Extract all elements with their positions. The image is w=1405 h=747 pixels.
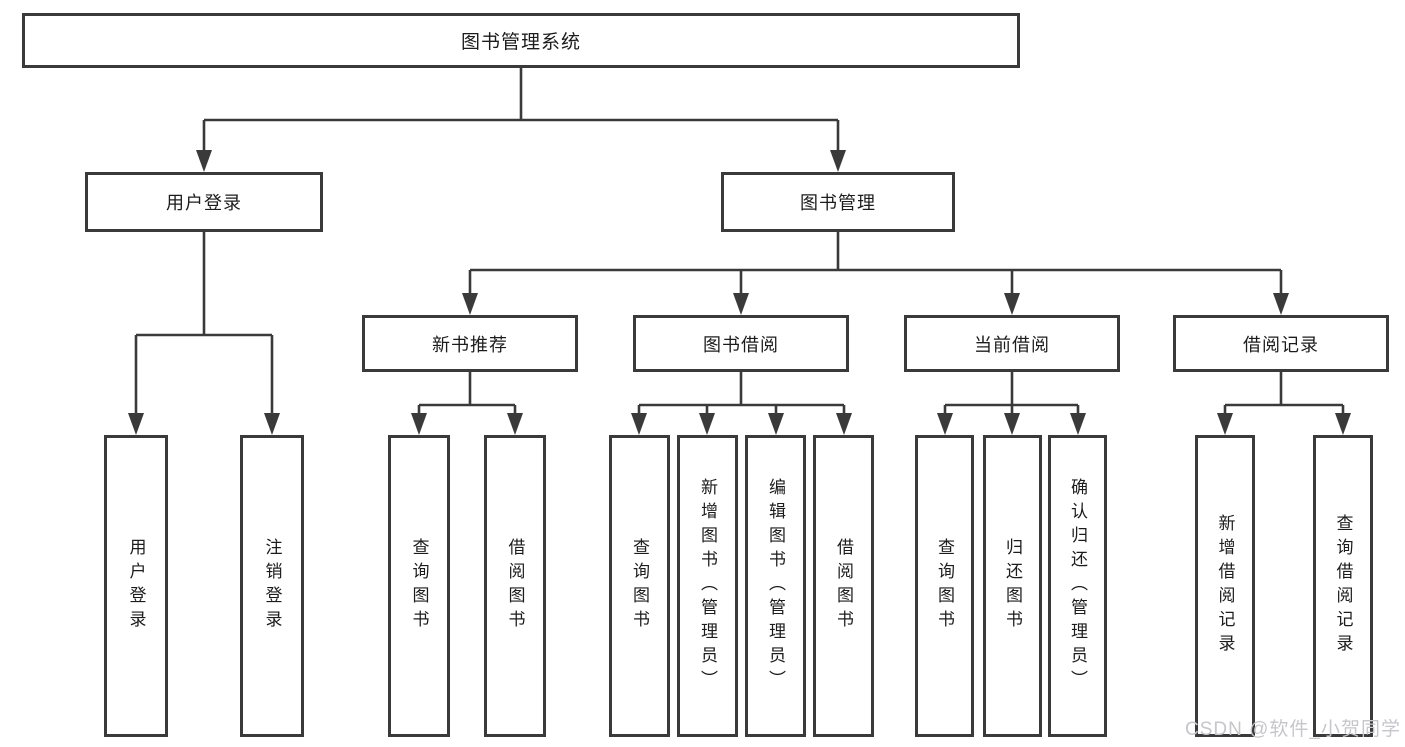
node-leaf-confirm-return-admin: 确认归还（管理员） [1048,435,1107,737]
leaf-label: 查询图书 [935,538,954,634]
leaf-label: 新增借阅记录 [1215,514,1235,658]
node-book-management: 图书管理 [721,172,955,232]
leaf-label: 查询借阅记录 [1333,514,1353,658]
node-leaf-add-books-admin: 新增图书（管理员） [677,435,738,737]
node-leaf-query-books-borrowing: 查询图书 [609,435,670,737]
leaf-label: 新增图书（管理员） [698,478,717,694]
leaf-label: 注销登录 [262,538,282,634]
node-leaf-query-books-current: 查询图书 [915,435,974,737]
leaf-label: 借阅图书 [834,538,853,634]
node-new-book-recommendation: 新书推荐 [362,315,578,372]
leaf-label: 借阅图书 [505,538,525,634]
leaf-label: 查询图书 [409,538,429,634]
node-leaf-edit-books-admin: 编辑图书（管理员） [745,435,806,737]
leaf-label: 确认归还（管理员） [1068,478,1087,694]
leaf-label: 归还图书 [1003,538,1022,634]
node-leaf-return-books: 归还图书 [983,435,1042,737]
leaf-label: 用户登录 [126,538,146,634]
node-leaf-query-books-recommend: 查询图书 [388,435,450,737]
node-leaf-borrow-books: 借阅图书 [813,435,874,737]
node-book-management-system: 图书管理系统 [22,13,1020,68]
node-borrowing-records: 借阅记录 [1173,315,1389,372]
node-leaf-user-login: 用户登录 [104,435,168,737]
node-leaf-add-borrow-record: 新增借阅记录 [1195,435,1255,737]
node-current-borrowing: 当前借阅 [904,315,1120,372]
node-leaf-logout: 注销登录 [240,435,304,737]
node-book-borrowing: 图书借阅 [633,315,849,372]
node-user-login: 用户登录 [85,172,323,232]
leaf-label: 编辑图书（管理员） [766,478,785,694]
node-leaf-query-borrow-record: 查询借阅记录 [1313,435,1373,737]
csdn-watermark: CSDN @软件_小贺同学 [1185,719,1401,740]
leaf-label: 查询图书 [630,538,649,634]
node-leaf-borrow-books-recommend: 借阅图书 [484,435,546,737]
